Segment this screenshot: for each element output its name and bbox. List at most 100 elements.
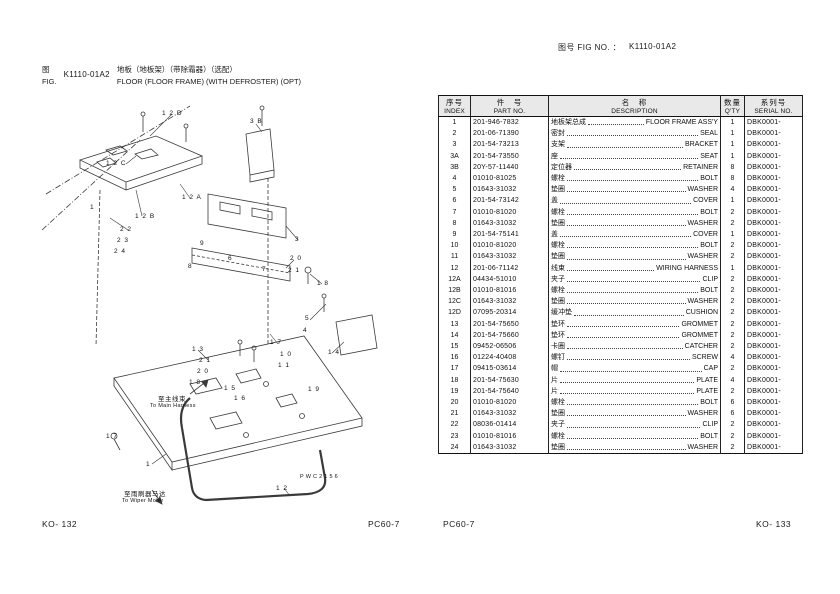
description-en: WASHER xyxy=(687,186,718,194)
diagram-callout: 1 1 xyxy=(278,362,291,369)
diagram-callout: P W C 2 1 5 6 xyxy=(300,474,339,480)
cell-part-no: 201-54-73550 xyxy=(470,150,549,162)
diagram-callout: 1 7 xyxy=(106,433,119,440)
cell-index: 5 xyxy=(438,184,471,196)
cell-part-no: 201-54-75141 xyxy=(470,229,549,241)
diagram-callout: 1 7 xyxy=(270,339,283,346)
diagram-callout: 4 xyxy=(303,327,308,334)
leader-dots xyxy=(560,370,702,372)
diagram-callout: 1 8 xyxy=(317,280,330,287)
cell-index: 4 xyxy=(438,173,471,185)
cell-part-no: 09452-06506 xyxy=(470,341,549,353)
figure-label-cn: 图 xyxy=(42,65,50,74)
cell-part-no: 201-06-71142 xyxy=(470,262,549,274)
diagram-callout: 1 xyxy=(90,204,95,211)
figure-header: 图 FIG. K1110-01A2 地板（地板架）（带除霜器）（选配） FLOO… xyxy=(42,64,301,87)
cell-index: 3 xyxy=(438,139,471,151)
description-en: BOLT xyxy=(700,399,718,407)
description-cn: 螺栓 xyxy=(551,432,565,440)
cell-index: 19 xyxy=(438,385,471,398)
cell-part-no: 01010-81020 xyxy=(470,397,549,409)
leader-dots xyxy=(567,281,701,283)
description-cn: 盖 xyxy=(551,231,558,239)
cell-serial: DBK0001- xyxy=(744,430,803,442)
cell-serial: DBK0001- xyxy=(744,307,803,319)
cell-index: 21 xyxy=(438,408,471,420)
diagram-callout: 3 B xyxy=(250,118,263,125)
cell-index: 14 xyxy=(438,329,471,342)
cell-serial: DBK0001- xyxy=(744,318,803,330)
cell-part-no: 01010-81025 xyxy=(470,173,549,185)
cell-serial: DBK0001- xyxy=(744,397,803,409)
description-en: COVER xyxy=(693,231,718,239)
cell-index: 20 xyxy=(438,397,471,409)
cell-serial: DBK0001- xyxy=(744,139,803,151)
cell-qty: 2 xyxy=(720,430,745,442)
description-en: CLIP xyxy=(702,421,718,429)
cell-qty: 4 xyxy=(720,374,745,386)
cell-index: 22 xyxy=(438,419,471,431)
cell-qty: 2 xyxy=(720,419,745,431)
description-en: FLOOR FRAME ASS'Y xyxy=(645,118,718,126)
footer-model-code-right: PC60-7 xyxy=(443,519,475,529)
cell-index: 2 xyxy=(438,128,471,140)
leader-dots xyxy=(567,258,686,260)
col-header-serial-en: SERIAL NO. xyxy=(754,108,793,115)
fig-no-header: 图号 FIG NO. ： K1110-01A2 xyxy=(558,42,676,53)
description-cn: 卡圈 xyxy=(551,343,565,351)
parts-table: 序号 INDEX 件 号 PART NO. 名 称 DESCRIPTION 数量… xyxy=(438,95,803,455)
cell-qty: 1 xyxy=(720,128,745,140)
cell-qty: 8 xyxy=(720,161,745,174)
cell-qty: 2 xyxy=(720,296,745,308)
description-cn: 片 xyxy=(551,387,558,395)
description-en: CAP xyxy=(703,365,718,373)
cell-qty: 2 xyxy=(720,318,745,330)
cell-serial: DBK0001- xyxy=(744,385,803,398)
col-header-serial-cn: 系列号 xyxy=(760,98,787,107)
leader-dots xyxy=(567,292,699,294)
leader-dots xyxy=(567,337,680,339)
description-en: RETAINER xyxy=(683,163,718,171)
leader-dots xyxy=(567,437,699,439)
cell-part-no: 201-54-73142 xyxy=(470,195,549,207)
cell-part-no: 01010-81016 xyxy=(470,285,549,297)
description-en: WIRING HARNESS xyxy=(656,264,718,272)
description-en: COVER xyxy=(693,197,718,205)
description-en: BOLT xyxy=(700,287,718,295)
leader-dots xyxy=(567,225,686,227)
cell-part-no: 01010-81020 xyxy=(470,206,549,218)
description-en: SCREW xyxy=(691,354,718,362)
leader-dots xyxy=(567,404,699,406)
leader-dots xyxy=(567,303,686,305)
description-cn: 垫圈 xyxy=(551,219,565,227)
footer-model-code-left: PC60-7 xyxy=(368,519,400,529)
diagram-callout: 6 xyxy=(228,255,233,262)
table-header-row: 序号 INDEX 件 号 PART NO. 名 称 DESCRIPTION 数量… xyxy=(438,95,803,117)
cell-part-no: 01643-31032 xyxy=(470,441,549,454)
figure-title-en: FLOOR (FLOOR FRAME) (WITH DEFROSTER) (OP… xyxy=(116,76,302,86)
cell-serial: DBK0001- xyxy=(744,240,803,252)
cell-part-no: 01643-31032 xyxy=(470,184,549,196)
diagram-callout: 1 2 xyxy=(276,485,289,492)
description-cn: 片 xyxy=(551,376,558,384)
description-en: SEAL xyxy=(700,130,718,138)
leader-dots xyxy=(567,348,683,350)
col-header-part-no: 件 号 PART NO. xyxy=(470,95,549,117)
